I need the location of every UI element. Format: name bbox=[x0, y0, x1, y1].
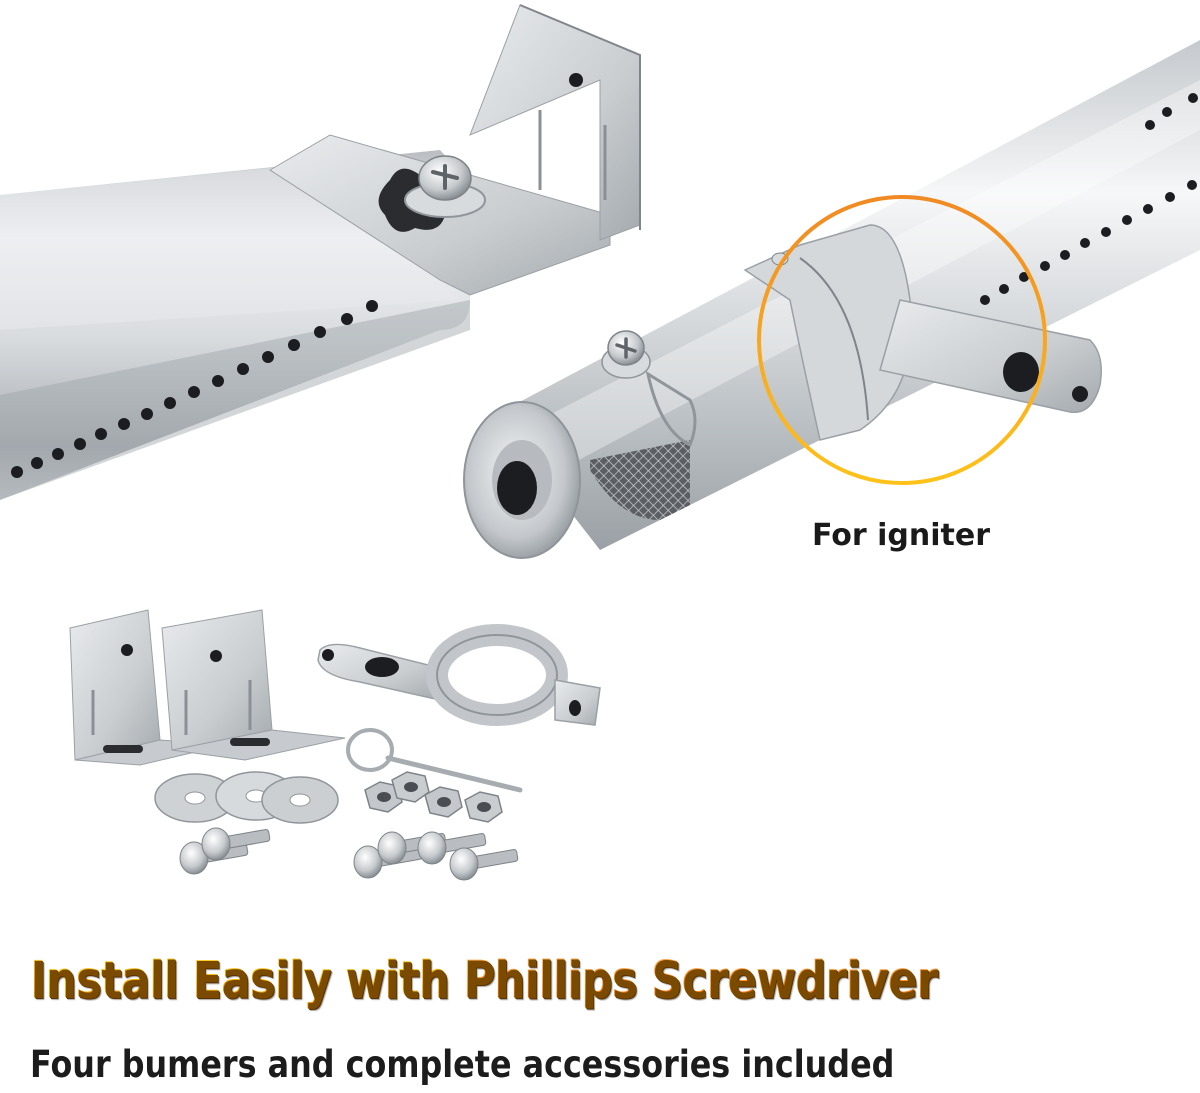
mounting-bracket bbox=[161, 609, 346, 761]
igniter-callout-label: For igniter bbox=[812, 518, 991, 553]
washer bbox=[261, 776, 339, 824]
hex-nut bbox=[424, 786, 463, 818]
hex-nut bbox=[391, 771, 430, 803]
igniter-collar bbox=[743, 224, 1102, 441]
callout-ring bbox=[757, 195, 1047, 485]
headline-part-b: Phillips Screwdriver bbox=[463, 951, 938, 1010]
phillips-screw bbox=[201, 827, 271, 861]
hex-nut bbox=[464, 791, 503, 823]
air-shutter-mesh bbox=[590, 440, 690, 520]
phillips-screw bbox=[353, 845, 423, 879]
port-holes-left bbox=[11, 300, 378, 478]
port-holes-right bbox=[980, 93, 1198, 305]
cotter-pin bbox=[346, 728, 523, 793]
headline-part-a: Install Easily with bbox=[30, 951, 464, 1010]
hex-nut bbox=[364, 781, 403, 813]
mounting-bracket-installed bbox=[269, 4, 641, 296]
subline: Four bumers and complete accessories inc… bbox=[30, 1043, 895, 1086]
igniter-collar-loose bbox=[317, 624, 601, 726]
phillips-screw bbox=[449, 847, 519, 881]
headline: Install Easily with Phillips Screwdriver bbox=[30, 955, 1004, 1006]
